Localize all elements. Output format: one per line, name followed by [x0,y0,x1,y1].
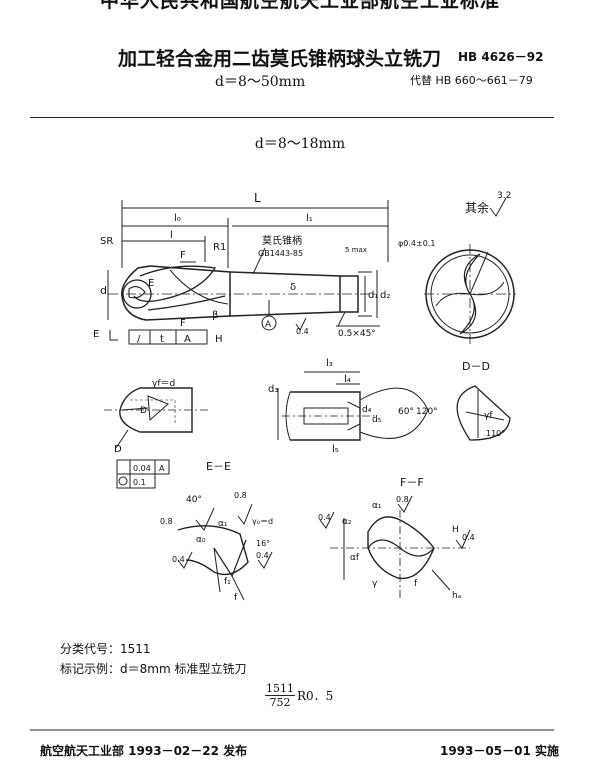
section-range: d＝8～18mm [254,136,346,152]
ff-04: 0.4 [318,513,331,522]
section-DD: D－D [462,360,490,373]
dim-d: d [100,284,107,297]
ee-f1: f₁ [224,577,231,587]
marking-example: 标记示例：d＝8mm 标准型立铣刀 [60,662,247,676]
dim-L: L [254,191,261,205]
detail-d [104,387,210,489]
rough-04: 0.4 [296,327,309,336]
rest-rough-value: 3.2 [497,191,511,201]
dim-l0: l₀ [174,213,181,224]
taper-std: GB1443-85 [258,249,303,258]
ee-04a: 0.4 [172,555,185,564]
ee-40: 40° [186,495,202,505]
rest-rough: 其余 [465,200,489,215]
ee-08b: 0.8 [234,491,247,500]
tol-box-b: 0.1 [133,478,146,487]
ff-08: 0.8 [396,495,409,504]
dim-l1: l₁ [306,213,313,224]
five-max: 5 max [345,246,367,254]
ff-gamma: γ [372,579,378,589]
tol-box-a: 0.04 [133,464,151,473]
dim-l4: l₄ [344,374,351,385]
detail-center-hole [277,371,429,441]
detail-D-dot: D [140,406,147,416]
ee-gamma: γ₀＝d [252,517,273,526]
dim-d2: d₂ [380,290,390,301]
ff-af: αf [350,553,360,563]
dim-d1: d₁ [368,290,378,301]
section-FF: F－F [400,476,424,489]
ee-04b: 0.4 [256,551,269,560]
detail-D: D [114,444,122,455]
replaces-standard: 代替 HB 660～661－79 [410,74,533,87]
drawing-labels: L l₀ l₁ l SR R1 莫氏锥柄 GB1443-85 5 max φ0.… [93,191,511,603]
taper-name: 莫氏锥柄 [262,234,302,247]
section-dd [456,385,511,441]
effective-date: 1993－05－01 实施 [440,744,559,758]
section-EE: E－E [206,460,231,473]
org-standard-header: 中华人民共和国航空航天工业部航空工业标准 [99,0,500,12]
dim-l3: l₃ [326,358,333,369]
label-F-bottom: F [180,318,186,329]
fraction-tail: R0．5 [297,689,334,703]
tol-4: H [215,334,223,345]
fraction-denominator: 752 [269,696,291,709]
gamma-f: γf [484,411,493,421]
ee-a0: α₀ [196,535,206,545]
section-ff [319,495,471,598]
ff-H: H [452,525,459,535]
class-code: 分类代号：1511 [60,642,151,656]
label-beta: β [212,310,218,321]
tol-box-a-ref: A [159,464,165,473]
size-range-subtitle: d＝8～50mm [215,74,306,90]
section-ee [177,503,273,601]
ee-f: f [234,593,238,603]
page-title: 加工轻合金用二齿莫氏锥柄球头立铣刀 [118,48,442,70]
balloon-A: A [265,320,272,330]
dim-l5: l₅ [332,444,339,455]
ff-ha: hₐ [452,591,461,601]
label-R1: R1 [213,242,226,253]
main-view [107,197,507,345]
ff-a2: α₂ [342,517,352,527]
ang-60: 60° [398,407,414,417]
tol-1: / [137,334,141,345]
dim-d5: d₅ [372,415,382,425]
label-SR: SR [100,236,113,247]
dim-l: l [170,230,173,241]
gamma-f-d: γf＝d [152,379,175,389]
fraction-numerator: 1511 [265,682,295,696]
ff-a1: α₁ [372,501,382,511]
standard-number: HB 4626－92 [458,50,544,64]
ee-a1: α₁ [218,519,228,529]
label-F-top: F [180,250,186,261]
phi-hole: φ0.4±0.1 [398,239,435,248]
ff-04b: 0.4 [462,533,475,542]
dim-d4: d₄ [362,405,372,415]
ff-f: f [414,579,418,589]
chamfer: 0.5×45° [338,329,376,339]
tol-3: A [184,334,191,345]
ang-120: 120° [416,407,438,417]
dim-d3: d₃ [268,384,278,395]
ee-08a: 0.8 [160,517,173,526]
end-view [424,244,516,346]
angle-110: 110° [486,429,505,438]
tol-2: t [160,334,164,345]
label-delta: δ [290,282,296,293]
header-rule [30,117,554,118]
marking-fraction: 1511 752 R0．5 [265,682,333,709]
ee-16: 16° [256,539,270,548]
label-E: E [148,278,154,289]
section-mark-E: E [93,329,99,340]
issued-date: 航空航天工业部 1993－02－22 发布 [40,744,248,758]
